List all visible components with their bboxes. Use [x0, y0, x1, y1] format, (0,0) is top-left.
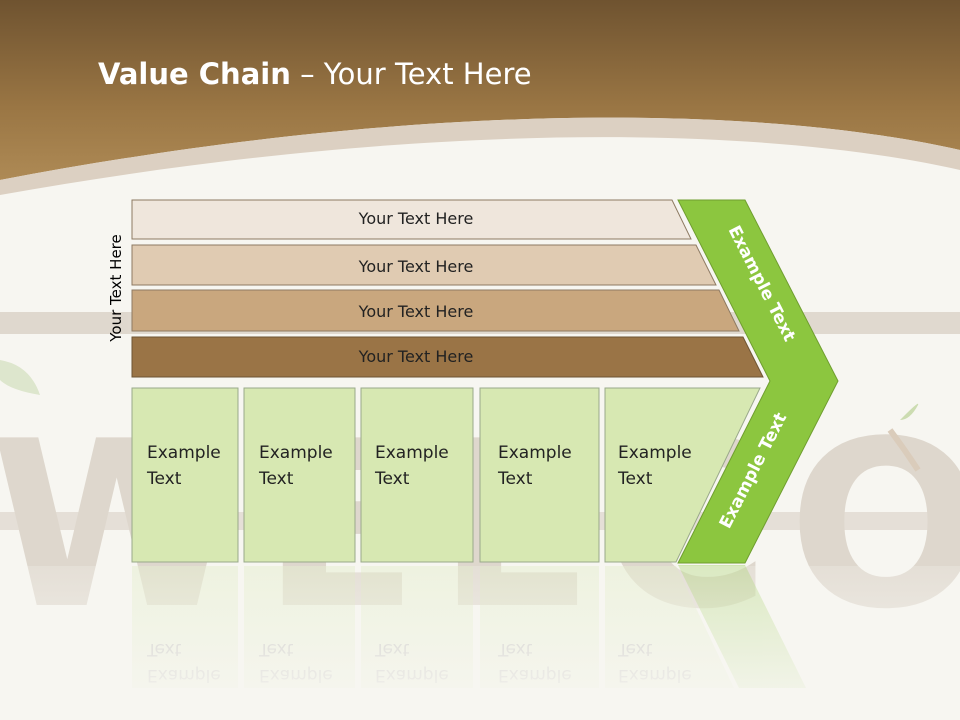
box-1-line-2: Text: [146, 469, 182, 489]
activity-box-1: [131, 387, 239, 563]
title-bold: Value Chain: [98, 57, 291, 91]
header-band: [0, 0, 960, 195]
support-bars: Your Text Here Your Text Here Your Text …: [131, 199, 764, 378]
bar-3: [131, 289, 740, 332]
box-5-line-1: Example: [618, 443, 692, 463]
reflection-fade: [0, 566, 960, 720]
page-title: Value Chain – Your Text Here: [98, 57, 532, 91]
bar-1: [131, 199, 692, 240]
box-1-line-1: Example: [147, 443, 221, 463]
activity-box-3: [360, 387, 474, 563]
box-2-line-1: Example: [259, 443, 333, 463]
bar-2: [131, 244, 717, 286]
bar-3-label: Your Text Here: [358, 302, 474, 321]
bar-2-label: Your Text Here: [358, 257, 474, 276]
title-rest: – Your Text Here: [291, 57, 532, 91]
activity-box-5: [604, 387, 761, 563]
bar-1-label: Your Text Here: [358, 209, 474, 228]
box-3-line-2: Text: [374, 469, 410, 489]
box-4-line-2: Text: [497, 469, 533, 489]
side-label: Your Text Here: [107, 234, 125, 342]
activity-box-2: [243, 387, 356, 563]
bar-4: [131, 336, 764, 378]
bar-4-label: Your Text Here: [358, 347, 474, 366]
box-3-line-1: Example: [375, 443, 449, 463]
box-5-line-2: Text: [617, 469, 653, 489]
activity-boxes: Example Text Example Text Example Text E…: [131, 387, 761, 563]
activity-box-4: [479, 387, 600, 563]
box-4-line-1: Example: [498, 443, 572, 463]
box-2-line-2: Text: [258, 469, 294, 489]
chevron-shape: [677, 199, 839, 564]
